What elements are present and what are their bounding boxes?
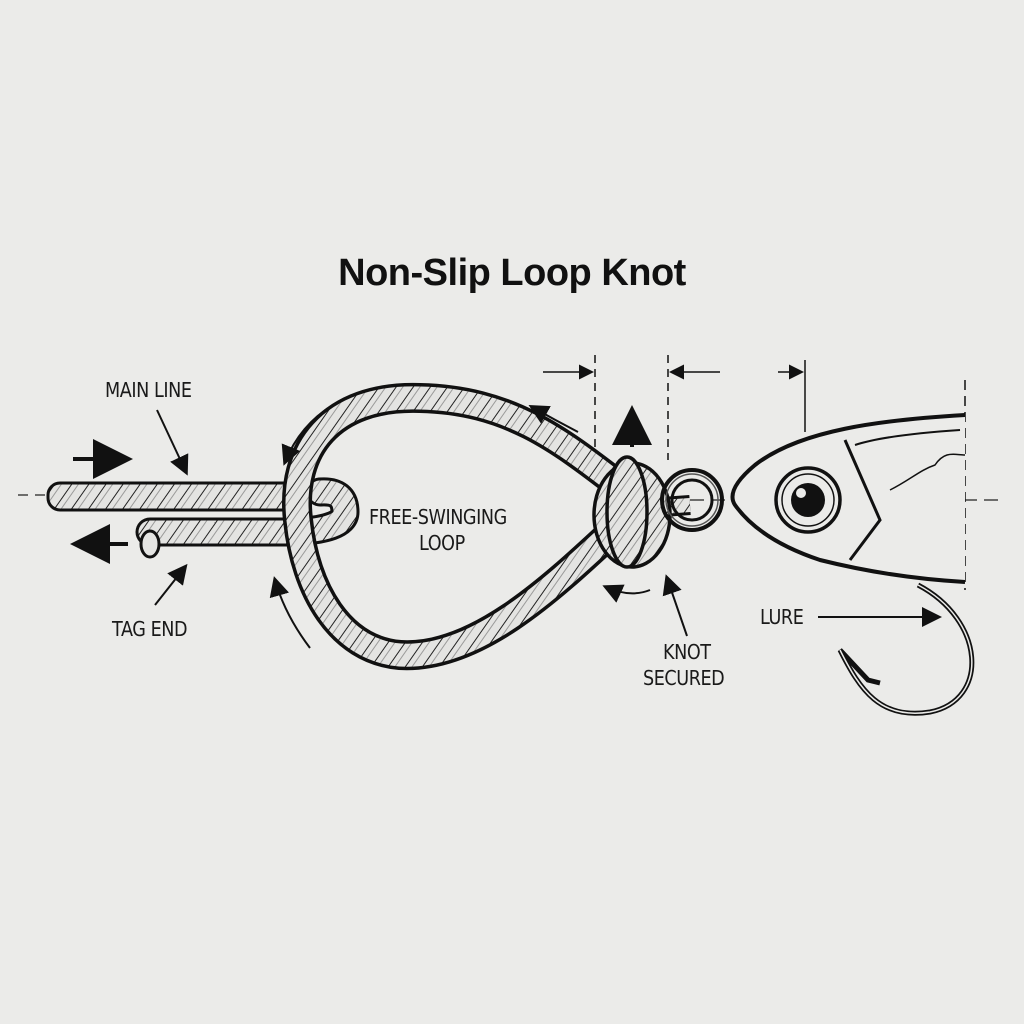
- main-line-label: MAIN LINE: [105, 378, 192, 402]
- fish-hook: [837, 582, 975, 716]
- main-line-rope: [46, 481, 300, 512]
- diagram-title: Non-Slip Loop Knot: [338, 252, 686, 294]
- lure: [730, 413, 966, 584]
- knot-secured-label-line2: SECURED: [643, 666, 725, 690]
- direction-arrows: [70, 404, 942, 649]
- free-swinging-loop-label-line1: FREE-SWINGING: [369, 505, 507, 529]
- lure-eye-icon: [791, 483, 825, 517]
- free-swinging-loop-label-line2: LOOP: [419, 531, 465, 555]
- knot-secured-label-line1: KNOT: [663, 640, 711, 664]
- lure-label: LURE: [760, 605, 804, 629]
- split-ring: [660, 468, 724, 532]
- tag-end-label: TAG END: [112, 617, 188, 641]
